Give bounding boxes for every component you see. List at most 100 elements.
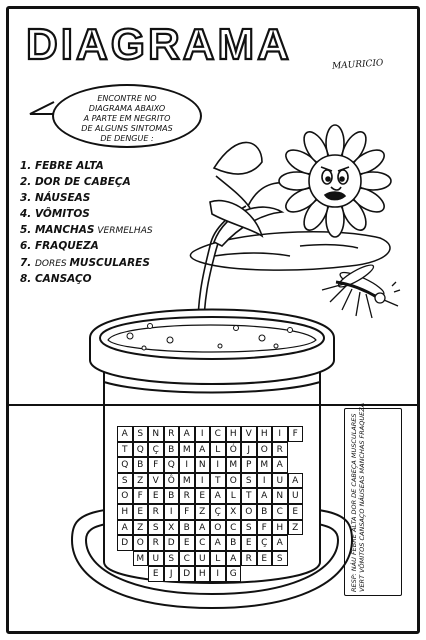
grid-cell[interactable]: H <box>225 426 241 442</box>
grid-cell[interactable]: Ç <box>148 441 164 458</box>
grid-cell[interactable]: I <box>272 426 288 442</box>
grid-cell[interactable]: O <box>256 441 272 458</box>
grid-cell[interactable]: N <box>272 488 288 504</box>
grid-cell[interactable]: O <box>210 519 226 536</box>
grid-cell[interactable]: Z <box>132 519 148 536</box>
grid-cell[interactable]: M <box>179 472 195 489</box>
grid-cell[interactable]: S <box>241 472 257 489</box>
grid-cell[interactable]: D <box>179 566 195 582</box>
grid-cell[interactable]: I <box>194 472 210 489</box>
grid-cell[interactable]: E <box>256 550 272 567</box>
grid-cell[interactable]: A <box>210 488 226 504</box>
grid-cell[interactable]: I <box>256 472 272 489</box>
grid-cell[interactable]: O <box>241 504 257 520</box>
grid-cell[interactable]: S <box>117 472 133 489</box>
grid-cell[interactable]: B <box>225 535 241 551</box>
grid-cell[interactable]: S <box>241 519 257 536</box>
grid-cell[interactable]: R <box>163 426 179 442</box>
grid-cell[interactable]: U <box>287 488 303 504</box>
grid-cell[interactable]: M <box>132 550 148 567</box>
grid-cell[interactable]: E <box>194 488 210 504</box>
grid-cell[interactable]: F <box>148 457 164 473</box>
grid-cell[interactable]: T <box>241 488 257 504</box>
grid-cell[interactable]: O <box>117 488 133 504</box>
grid-cell[interactable]: I <box>194 426 210 442</box>
grid-cell[interactable]: Z <box>132 472 148 489</box>
grid-cell[interactable]: F <box>179 504 195 520</box>
grid-cell[interactable]: S <box>148 519 164 536</box>
grid-cell[interactable]: C <box>272 504 288 520</box>
grid-cell[interactable]: I <box>163 504 179 520</box>
grid-cell[interactable]: A <box>210 535 226 551</box>
grid-cell[interactable]: S <box>272 550 288 567</box>
grid-cell[interactable]: I <box>210 566 226 582</box>
grid-cell[interactable]: I <box>210 457 226 473</box>
grid-cell[interactable]: J <box>163 566 179 582</box>
grid-cell[interactable]: B <box>256 504 272 520</box>
grid-cell[interactable]: V <box>148 472 164 489</box>
grid-cell[interactable]: C <box>194 535 210 551</box>
grid-cell[interactable]: C <box>210 426 226 442</box>
grid-cell[interactable]: H <box>117 504 133 520</box>
grid-cell[interactable]: C <box>225 519 241 536</box>
grid-cell[interactable]: A <box>225 550 241 567</box>
grid-cell[interactable]: U <box>272 472 288 489</box>
grid-cell[interactable]: Ç <box>210 504 226 520</box>
grid-cell[interactable]: E <box>287 504 303 520</box>
grid-cell[interactable]: Z <box>287 519 303 536</box>
grid-cell[interactable]: C <box>179 550 195 567</box>
grid-cell[interactable]: O <box>225 472 241 489</box>
grid-cell[interactable]: S <box>163 550 179 567</box>
grid-cell[interactable]: I <box>179 457 195 473</box>
grid-cell[interactable]: T <box>117 441 133 458</box>
grid-cell[interactable]: P <box>241 457 257 473</box>
grid-cell[interactable]: N <box>148 426 164 442</box>
grid-cell[interactable]: S <box>132 426 148 442</box>
grid-cell[interactable]: O <box>132 535 148 551</box>
grid-cell[interactable]: E <box>132 504 148 520</box>
grid-cell[interactable]: D <box>117 535 133 551</box>
grid-cell[interactable]: H <box>272 519 288 536</box>
grid-cell[interactable]: B <box>163 441 179 458</box>
grid-cell[interactable]: E <box>179 535 195 551</box>
grid-cell[interactable]: T <box>210 472 226 489</box>
grid-cell[interactable]: Z <box>194 504 210 520</box>
grid-cell[interactable]: E <box>148 488 164 504</box>
grid-cell[interactable]: L <box>210 550 226 567</box>
grid-cell[interactable]: F <box>132 488 148 504</box>
grid-cell[interactable]: Q <box>117 457 133 473</box>
grid-cell[interactable]: L <box>210 441 226 458</box>
grid-cell[interactable]: G <box>225 566 241 582</box>
grid-cell[interactable]: A <box>272 457 288 473</box>
grid-cell[interactable]: M <box>179 441 195 458</box>
grid-cell[interactable]: U <box>148 550 164 567</box>
grid-cell[interactable]: F <box>256 519 272 536</box>
grid-cell[interactable]: E <box>148 566 164 582</box>
grid-cell[interactable]: E <box>241 535 257 551</box>
grid-cell[interactable]: V <box>241 426 257 442</box>
grid-cell[interactable]: A <box>287 472 303 489</box>
grid-cell[interactable]: A <box>117 426 133 442</box>
grid-cell[interactable]: R <box>241 550 257 567</box>
grid-cell[interactable]: D <box>163 535 179 551</box>
grid-cell[interactable]: Ó <box>225 441 241 458</box>
grid-cell[interactable]: L <box>225 488 241 504</box>
grid-cell[interactable]: A <box>194 519 210 536</box>
grid-cell[interactable]: A <box>256 488 272 504</box>
grid-cell[interactable]: U <box>194 550 210 567</box>
grid-cell[interactable]: B <box>163 488 179 504</box>
grid-cell[interactable]: F <box>287 426 303 442</box>
grid-cell[interactable]: H <box>256 426 272 442</box>
grid-cell[interactable]: R <box>148 535 164 551</box>
grid-cell[interactable]: Q <box>163 457 179 473</box>
grid-cell[interactable]: X <box>225 504 241 520</box>
grid-cell[interactable]: B <box>132 457 148 473</box>
grid-cell[interactable]: A <box>179 426 195 442</box>
grid-cell[interactable]: B <box>179 519 195 536</box>
grid-cell[interactable]: Q <box>132 441 148 458</box>
grid-cell[interactable]: J <box>241 441 257 458</box>
grid-cell[interactable]: A <box>117 519 133 536</box>
grid-cell[interactable]: Ô <box>163 472 179 489</box>
grid-cell[interactable]: R <box>148 504 164 520</box>
grid-cell[interactable]: Ç <box>256 535 272 551</box>
